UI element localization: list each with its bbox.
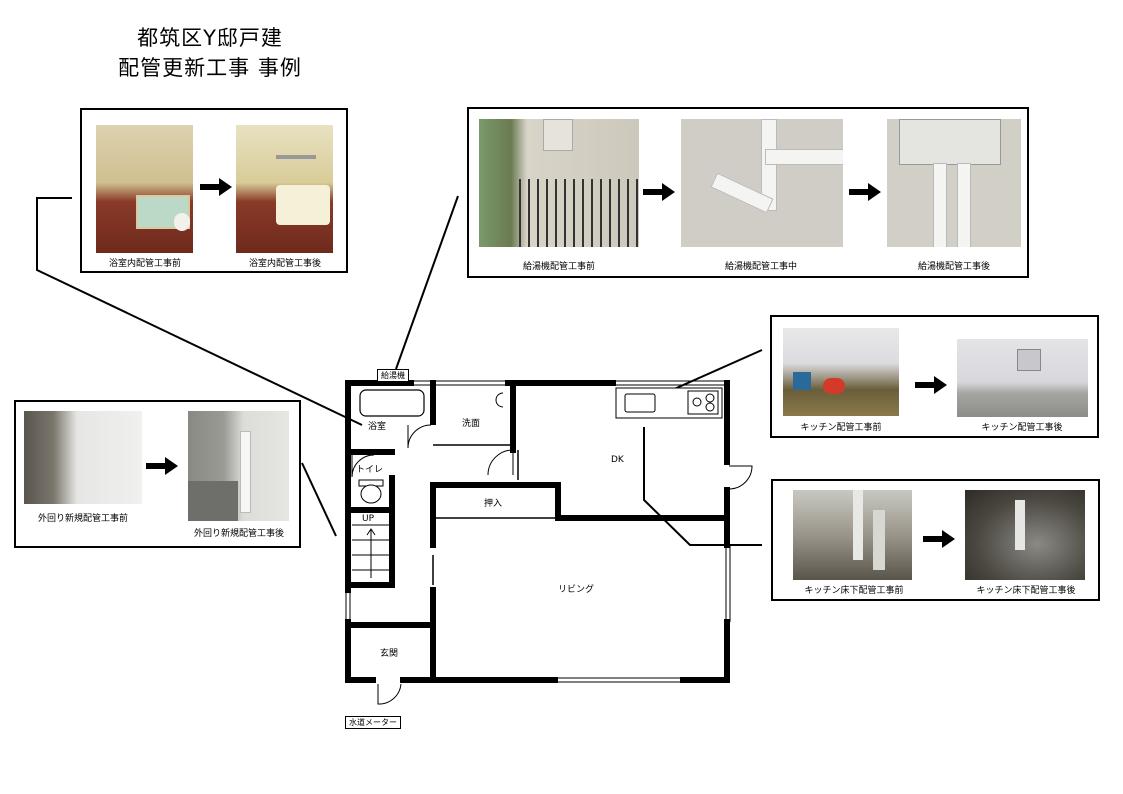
- photo-kitchen-floor-before: [793, 490, 912, 580]
- panel-heater: 給湯機配管工事前 給湯機配管工事中 給湯機配管工事後: [467, 107, 1029, 278]
- room-living: リビング: [558, 585, 595, 595]
- page-title-line1: 都筑区Y邸戸建: [137, 26, 283, 50]
- caption-heater-before: 給湯機配管工事前: [522, 262, 595, 272]
- window-lines: [345, 380, 731, 683]
- photo-bath-after: [236, 125, 333, 253]
- connector-kitchen-floor: [643, 427, 762, 546]
- arrow-right-icon: [643, 183, 675, 201]
- arrow-right-icon: [849, 183, 881, 201]
- photo-heater-after: [887, 119, 1021, 247]
- walls: [345, 380, 730, 683]
- photo-kitchen-after: [957, 339, 1088, 417]
- room-washroom: 洗面: [462, 419, 481, 429]
- photo-bath-before: [96, 125, 193, 253]
- wash-sink: [495, 392, 504, 408]
- caption-exterior-after: 外回り新規配管工事後: [193, 529, 284, 539]
- room-toilet: トイレ: [356, 465, 384, 475]
- water-heater-tag: 給湯機: [377, 369, 409, 382]
- toilet-bowl: [360, 484, 382, 504]
- kitchen-sink: [624, 393, 656, 413]
- stairs: [352, 524, 392, 578]
- caption-heater-during: 給湯機配管工事中: [724, 262, 797, 272]
- room-stairs-up: UP: [362, 514, 375, 524]
- photo-exterior-before: [24, 411, 142, 504]
- caption-kitchen-floor-after: キッチン床下配管工事後: [976, 586, 1076, 596]
- arrow-right-icon: [923, 530, 955, 548]
- room-entrance: 玄関: [380, 649, 399, 659]
- caption-bath-after: 浴室内配管工事後: [248, 259, 321, 269]
- panel-kitchen-floor: キッチン床下配管工事前 キッチン床下配管工事後: [771, 479, 1100, 601]
- room-bathroom: 浴室: [368, 422, 387, 432]
- arrow-right-icon: [200, 178, 232, 196]
- caption-heater-after: 給湯機配管工事後: [917, 262, 990, 272]
- caption-kitchen-before: キッチン配管工事前: [800, 423, 882, 433]
- water-meter-tag: 水道メーター: [345, 716, 401, 729]
- connector-heater: [395, 195, 459, 370]
- photo-kitchen-before: [783, 328, 899, 416]
- panel-kitchen: キッチン配管工事前 キッチン配管工事後: [770, 315, 1099, 438]
- caption-kitchen-floor-before: キッチン床下配管工事前: [804, 586, 904, 596]
- room-dk: DK: [611, 455, 624, 465]
- arrow-right-icon: [915, 376, 947, 394]
- connector-exterior: [301, 462, 337, 537]
- photo-heater-during: [681, 119, 843, 247]
- bathtub: [359, 389, 425, 417]
- arrow-right-icon: [146, 457, 178, 475]
- caption-exterior-before: 外回り新規配管工事前: [37, 514, 128, 524]
- panel-exterior: 外回り新規配管工事前 外回り新規配管工事後: [14, 400, 301, 548]
- room-closet: 押入: [484, 499, 503, 509]
- caption-bath-before: 浴室内配管工事前: [108, 259, 181, 269]
- photo-exterior-after: [188, 411, 289, 521]
- door-swings: [351, 424, 753, 705]
- page-title-line2: 配管更新工事 事例: [118, 56, 302, 80]
- panel-bath: 浴室内配管工事前 浴室内配管工事後: [80, 108, 348, 273]
- caption-kitchen-after: キッチン配管工事後: [981, 423, 1063, 433]
- stove: [687, 390, 719, 415]
- photo-heater-before: [479, 119, 639, 247]
- photo-kitchen-floor-after: [965, 490, 1085, 580]
- connector-bath: [36, 197, 363, 426]
